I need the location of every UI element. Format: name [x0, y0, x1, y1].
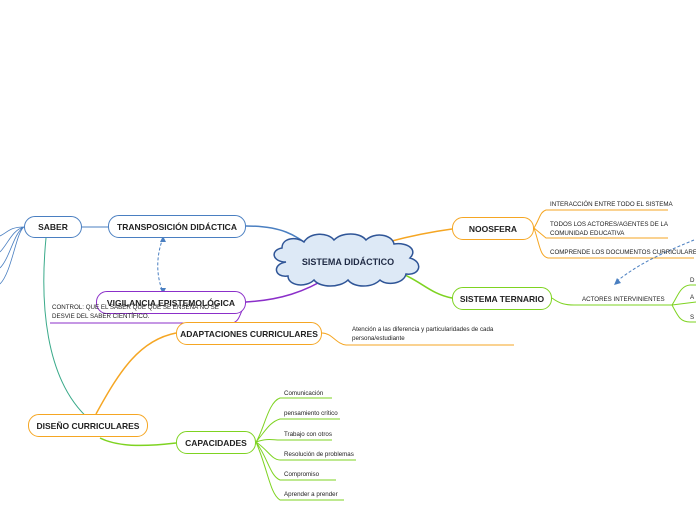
leaf-capacidad-6[interactable]: Aprender a prender [284, 491, 338, 498]
leaf-noosfera-2[interactable]: TODOS LOS ACTORES/AGENTES DE LA COMUNIDA… [550, 221, 668, 237]
center-cloud-shape [273, 233, 420, 287]
node-noosfera[interactable]: NOOSFERA [452, 217, 534, 240]
leaf-actores-cut-1[interactable]: D [690, 277, 695, 284]
connector-actores-cut [671, 284, 696, 323]
node-saber[interactable]: SABER [24, 216, 82, 238]
connector-saber-diseno [43, 237, 91, 421]
leaf-noosfera-3[interactable]: COMPRENDE LOS DOCUMENTOS CURRICULARES [550, 249, 696, 256]
arrow-actores [614, 278, 621, 285]
node-transposicion[interactable]: TRANSPOSICIÓN DIDÁCTICA [108, 215, 246, 238]
connector-capacidades-leaves [255, 397, 356, 501]
leaf-adaptaciones-text[interactable]: Atención a las diferencia y particularid… [352, 326, 494, 342]
leaf-capacidad-4[interactable]: Resolución de problemas [284, 451, 354, 458]
leaf-actores[interactable]: ACTORES INTERVINIENTES [582, 296, 665, 303]
node-diseno[interactable]: DISEÑO CURRICULARES [28, 414, 148, 437]
connector-adaptaciones-text [321, 332, 514, 346]
node-adaptaciones[interactable]: ADAPTACIONES CURRICULARES [176, 322, 322, 345]
connector-ternario-actores [551, 297, 672, 306]
connector-dashed-actores [615, 239, 695, 283]
connector-dashed-transposicion-vigilancia [157, 237, 164, 293]
leaf-noosfera-1[interactable]: INTERACCIÓN ENTRE TODO EL SISTEMA [550, 201, 673, 208]
connector-center-noosfera [387, 228, 453, 243]
connector-saber-offscreen [0, 226, 25, 285]
leaf-capacidad-1[interactable]: Comunicación [284, 390, 324, 397]
leaf-actores-cut-3[interactable]: S [690, 314, 695, 321]
connector-diseno-capacidades [99, 437, 177, 447]
node-vigilancia[interactable]: VIGILANCIA EPISTEMOLÓGICA [96, 291, 246, 314]
central-topic[interactable]: SISTEMA DIDÁCTICO [301, 257, 395, 267]
node-sistema-ternario[interactable]: SISTEMA TERNARIO [452, 287, 552, 310]
leaf-actores-cut-2[interactable]: A [690, 294, 695, 301]
leaf-control[interactable]: CONTROL: QUE EL SABER QUE QUE SE ENSEÑA … [52, 304, 219, 320]
leaf-capacidad-5[interactable]: Compromiso [284, 471, 320, 478]
connector-noosfera-leaves [533, 209, 694, 259]
connector-diseno-adaptaciones [95, 332, 177, 415]
node-capacidades[interactable]: CAPACIDADES [176, 431, 256, 454]
leaf-capacidad-3[interactable]: Trabajo con otros [284, 431, 332, 438]
arrow-up [160, 236, 166, 242]
leaf-capacidad-2[interactable]: pensamiento crítico [284, 410, 338, 417]
